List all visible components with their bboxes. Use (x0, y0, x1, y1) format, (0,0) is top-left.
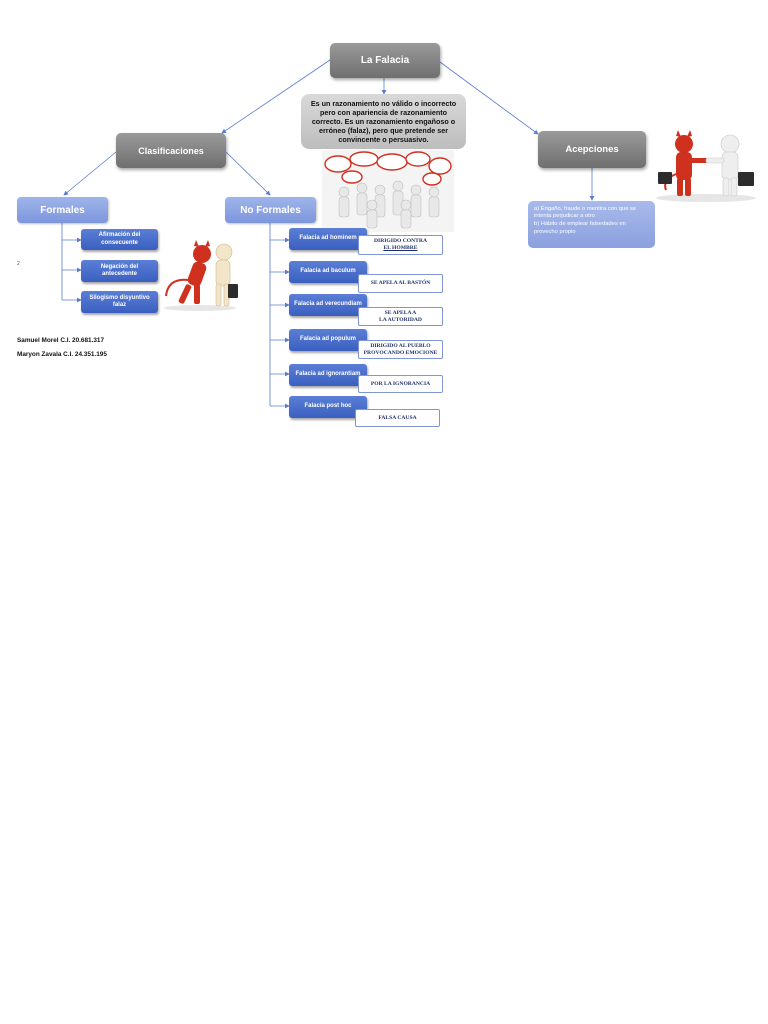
formal-item: Negación del antecedente (81, 260, 158, 282)
no-formal-item: Falacia ad ignorantiam (289, 364, 367, 386)
acepcion-item: a) Engaño, fraude o mentira con que se i… (534, 206, 637, 220)
formal-item: Afirmación del consecuente (81, 229, 158, 250)
no-formales-node: No Formales (225, 197, 316, 223)
no-formal-item: Falacia ad populum (289, 329, 367, 351)
clasificaciones-node: Clasificaciones (116, 133, 226, 168)
no-formal-item: Falacia ad baculum (289, 261, 367, 283)
no-formal-note: POR LA IGNORANCIA (358, 375, 443, 393)
no-formal-note: DIRIGIDO AL PUEBLO PROVOCANDO EMOCIONE (358, 340, 443, 359)
acepcion-item: b) Hábito de emplear falsedades en prove… (534, 221, 626, 235)
no-formal-note: SE APELA A LA AUTORIDAD (358, 307, 443, 326)
arrow-root-clasificaciones (221, 59, 331, 134)
arrow-root-acepciones (439, 61, 539, 135)
no-formal-note: FALSA CAUSA (355, 409, 440, 427)
acepciones-list: a) Engaño, fraude o mentira con que se i… (528, 201, 655, 248)
acepciones-node: Acepciones (538, 131, 646, 168)
author-line: Maryon Zavala C.I. 24.351.195 (17, 351, 107, 358)
arrow-clas-formales (63, 151, 117, 196)
no-formal-item: Falacia ad hominem (289, 228, 367, 250)
author-line: Samuel Morel C.I. 20.681.317 (17, 337, 105, 344)
no-formal-item: Falacia ad verecundiam (289, 294, 367, 316)
crowd-illustration-icon (322, 150, 454, 232)
no-formal-item: Falacia post hoc (289, 396, 367, 418)
arrow-clas-noformales (225, 151, 271, 196)
no-formal-note: DIRIGIDO CONTRA EL HOMBRE (358, 235, 443, 255)
devil-whisper-icon (164, 240, 238, 311)
formales-node: Formales (17, 197, 108, 223)
devil-handshake-icon (656, 130, 756, 202)
stray-mark: 2 (17, 261, 20, 267)
no-formal-note: SE APELA AL BASTÓN (358, 274, 443, 293)
root-node-title: La Falacia (330, 43, 440, 78)
definition-box: Es un razonamiento no válido o incorrect… (301, 94, 466, 149)
formal-item: Silogismo disyuntivo falaz (81, 291, 158, 313)
